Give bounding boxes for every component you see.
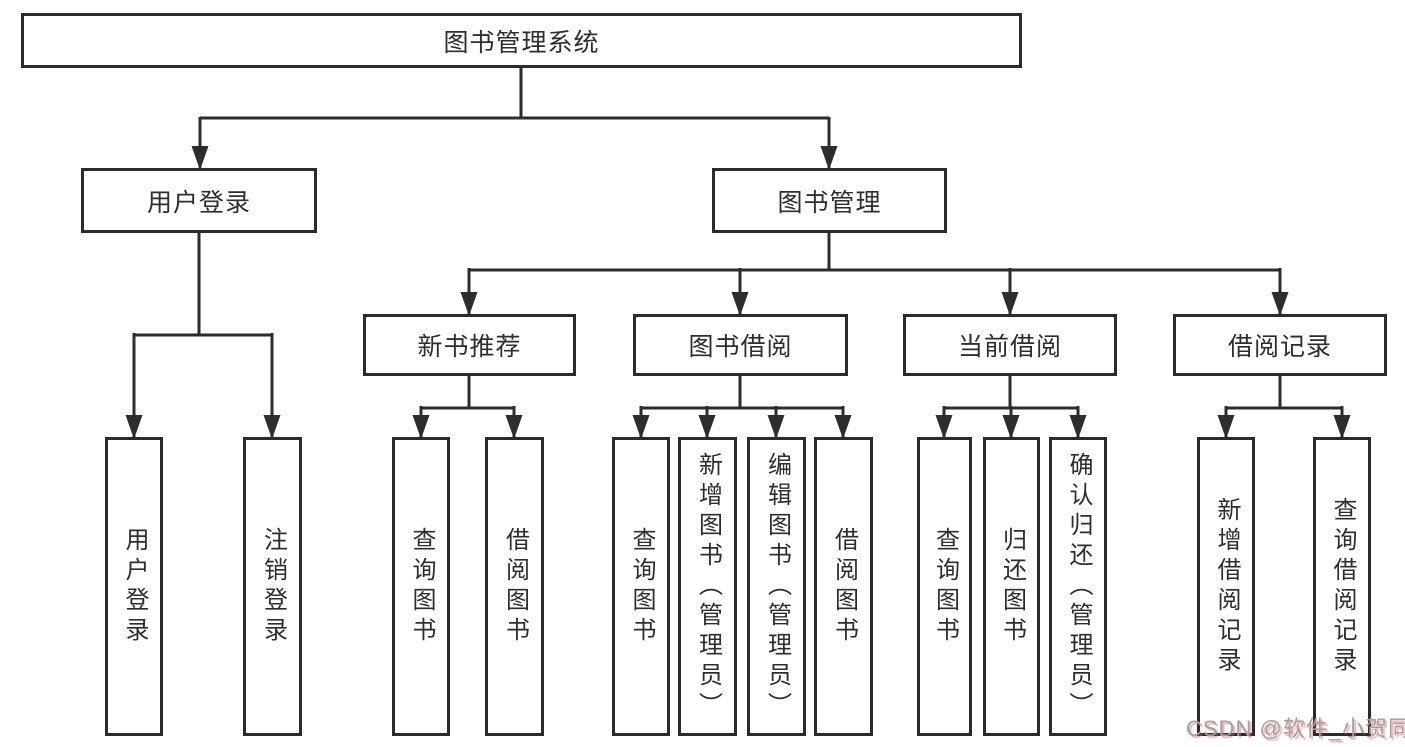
leaf-borrow-books-2: 借阅图书 xyxy=(814,437,873,736)
connector-root-to-level2 xyxy=(191,68,838,170)
leaf-user-login: 用户登录 xyxy=(105,437,163,736)
node-library-management-system: 图书管理系统 xyxy=(21,13,1022,68)
leaf-confirm-return-admin: 确认归还（管理员） xyxy=(1049,437,1107,736)
node-book-management: 图书管理 xyxy=(712,168,947,233)
node-user-login: 用户登录 xyxy=(81,168,317,233)
leaf-query-books-1: 查询图书 xyxy=(392,437,450,736)
node-new-book-recommend: 新书推荐 xyxy=(363,314,576,376)
node-book-borrowing: 图书借阅 xyxy=(633,314,848,376)
leaf-logout-login: 注销登录 xyxy=(243,437,302,736)
connector-user-login-children xyxy=(125,233,281,439)
leaf-query-books-3: 查询图书 xyxy=(917,437,972,736)
leaf-add-books-admin: 新增图书（管理员） xyxy=(678,437,737,736)
leaf-return-books: 归还图书 xyxy=(983,437,1040,736)
connector-book-mgmt-to-level3 xyxy=(460,233,1289,316)
connector-book-borrowing-children xyxy=(632,376,852,439)
leaf-edit-books-admin: 编辑图书（管理员） xyxy=(747,437,806,736)
connector-borrowing-records-children xyxy=(1217,376,1351,439)
watermark-text: CSDN @软件_小贺同学 xyxy=(1186,716,1405,741)
leaf-add-borrow-record: 新增借阅记录 xyxy=(1197,437,1255,736)
connector-new-book-rec-children xyxy=(412,376,523,439)
leaf-borrow-books-1: 借阅图书 xyxy=(485,437,544,736)
connector-current-borrowing-children xyxy=(935,376,1087,439)
node-borrowing-records: 借阅记录 xyxy=(1173,314,1387,376)
node-current-borrowing: 当前借阅 xyxy=(903,314,1117,376)
leaf-query-books-2: 查询图书 xyxy=(612,437,670,736)
leaf-query-borrow-record: 查询借阅记录 xyxy=(1313,437,1371,736)
